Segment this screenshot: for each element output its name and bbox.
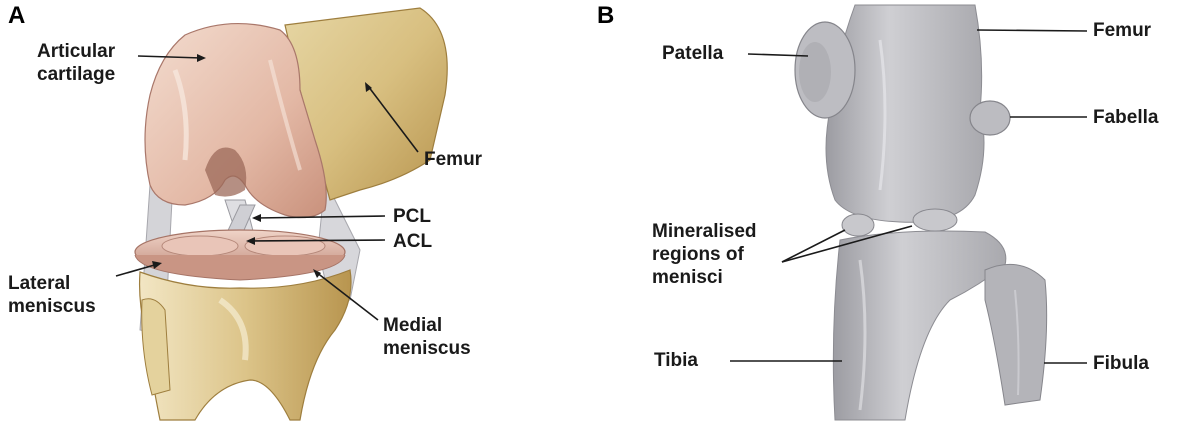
label-acl: ACL xyxy=(393,230,432,253)
panel-a-letter: A xyxy=(8,4,25,28)
label-articular-cartilage: Articular cartilage xyxy=(37,40,115,86)
panel-b-letter: B xyxy=(597,4,614,28)
label-pcl: PCL xyxy=(393,205,431,228)
label-fabella: Fabella xyxy=(1093,106,1158,129)
label-femur-b: Femur xyxy=(1093,19,1151,42)
leader-acl xyxy=(250,240,385,241)
leader-mineralised-1 xyxy=(782,230,845,262)
label-medial-meniscus: Medial meniscus xyxy=(383,314,471,360)
panel-b-ct-render xyxy=(795,5,1047,420)
arrowhead-pcl xyxy=(252,214,261,222)
label-fibula: Fibula xyxy=(1093,352,1149,375)
label-patella: Patella xyxy=(662,42,723,65)
label-tibia: Tibia xyxy=(654,349,698,372)
leader-femur-b xyxy=(977,30,1087,31)
leader-pcl xyxy=(256,216,385,218)
label-femur-a: Femur xyxy=(424,148,482,171)
label-mineralised-menisci: Mineralised regions of menisci xyxy=(652,220,757,289)
label-lateral-meniscus: Lateral meniscus xyxy=(8,272,96,318)
